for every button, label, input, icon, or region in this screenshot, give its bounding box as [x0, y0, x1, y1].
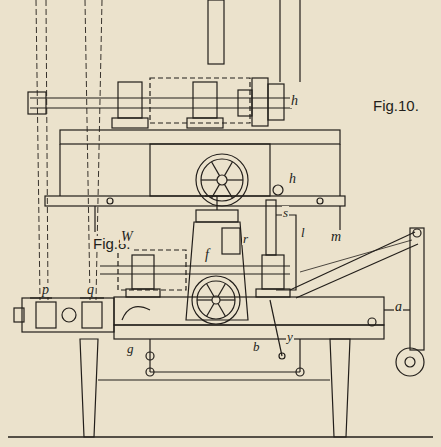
part-letter: y — [286, 330, 294, 343]
part-letter: f — [204, 248, 210, 262]
part-letter: l — [300, 226, 306, 239]
part-letter: b — [252, 340, 261, 353]
part-letter: r — [242, 232, 249, 245]
part-letter: W — [120, 230, 134, 244]
part-letter: m — [330, 230, 342, 244]
part-letter: p — [41, 283, 50, 297]
figure-label: Fig.10. — [372, 98, 420, 113]
part-letter: a — [394, 300, 403, 314]
part-letter: s — [282, 206, 289, 219]
part-letter: h — [288, 172, 297, 186]
part-letter: g — [126, 342, 135, 355]
part-letter: q — [86, 283, 95, 297]
part-letter: h — [290, 94, 299, 108]
